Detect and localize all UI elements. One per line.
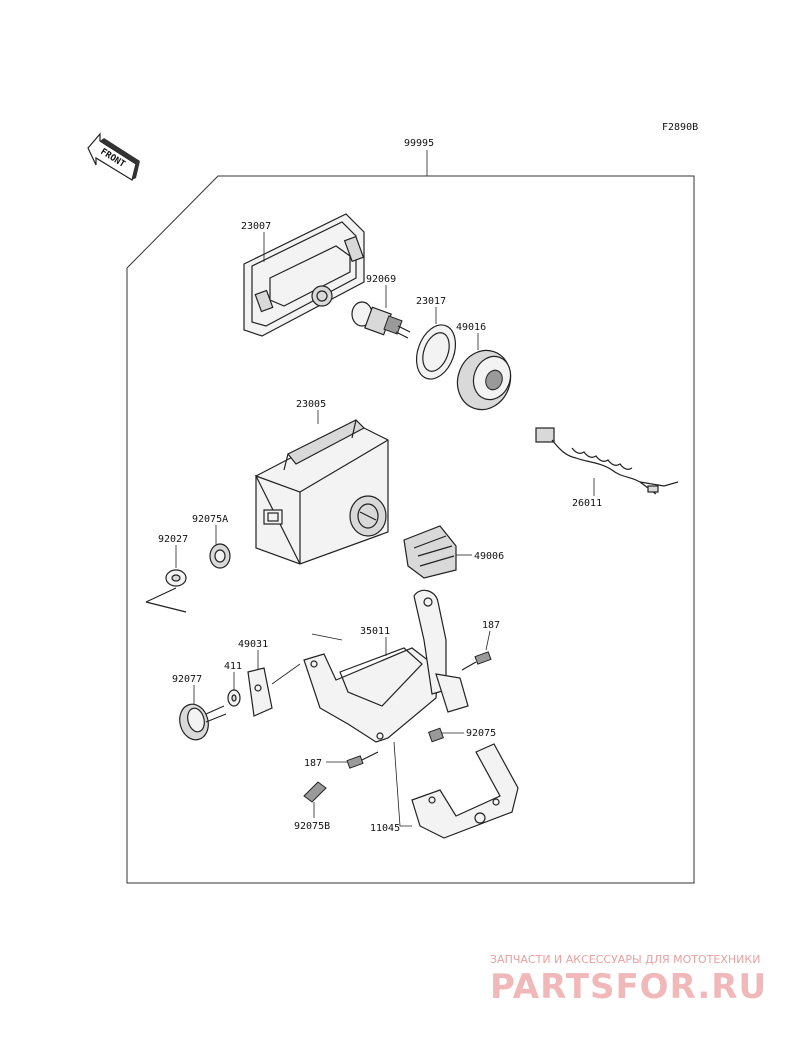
watermark-tagline: ЗАПЧАСТИ И АКСЕССУАРЫ ДЛЯ МОТОТЕХНИКИ: [490, 953, 760, 966]
diagram-code: F2890B: [662, 122, 698, 133]
front-arrow-icon: FRONT: [87, 132, 140, 181]
watermark-brand: PARTSFOR.RU: [490, 967, 767, 1007]
assembly-frame: [126, 175, 695, 884]
socket-ring: [415, 324, 457, 380]
side-boot: [403, 525, 457, 579]
part-187-lower-label: 187: [304, 758, 322, 769]
bolt-upper: [461, 651, 492, 671]
part-49031-label: 49031: [238, 639, 268, 650]
part-23017-label: 23017: [416, 296, 446, 307]
part-92027-label: 92027: [158, 534, 188, 545]
part-92075A-label: 92075A: [192, 514, 228, 525]
bolt-lower: [346, 751, 379, 769]
part-23007-label: 23007: [241, 221, 271, 232]
part-49006-label: 49006: [474, 551, 504, 562]
headlight-housing: [254, 419, 389, 565]
part-187-upper-label: 187: [482, 620, 500, 631]
headlight-lens: [243, 213, 365, 337]
washer-411: [227, 689, 241, 707]
part-92075B-label: 92075B: [294, 821, 330, 832]
wiring-harness: [535, 427, 679, 495]
grommet-a: [209, 543, 231, 569]
part-35011-label: 35011: [360, 626, 390, 637]
headlight-bulb: [351, 301, 411, 339]
lower-bracket: [411, 743, 519, 839]
part-11045-label: 11045: [370, 823, 400, 834]
collar-washer: [145, 569, 187, 613]
part-411-label: 411: [224, 661, 242, 672]
part-49016-label: 49016: [456, 322, 486, 333]
mount-plate: [247, 633, 343, 717]
headlight-bracket: [303, 589, 469, 743]
grommet-92075: [428, 727, 444, 743]
part-92077-label: 92077: [172, 674, 202, 685]
assembly-number: 99995: [404, 138, 434, 149]
part-23005-label: 23005: [296, 399, 326, 410]
part-92075-label: 92075: [466, 728, 496, 739]
part-26011-label: 26011: [572, 498, 602, 509]
grommet-92075B: [303, 781, 327, 803]
adjuster-knob: [179, 703, 227, 741]
part-92069-label: 92069: [366, 274, 396, 285]
rear-boot: [456, 349, 512, 411]
